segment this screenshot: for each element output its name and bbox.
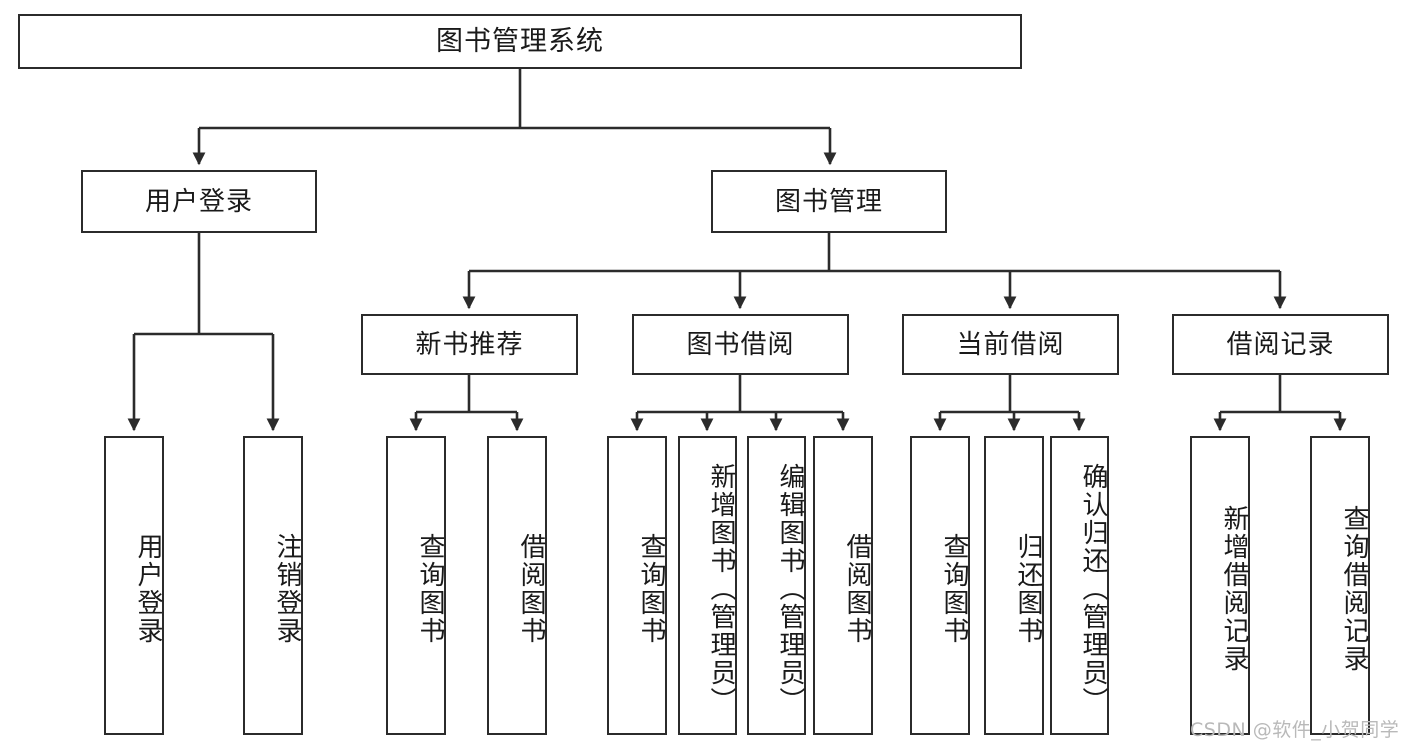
- leaf-return-book[interactable]: 归还图书: [984, 436, 1044, 735]
- leaf-query-book-current[interactable]: 查询图书: [910, 436, 970, 735]
- node-book-borrow[interactable]: 图书借阅: [632, 314, 849, 375]
- leaf-borrow-book[interactable]: 借阅图书: [813, 436, 873, 735]
- leaf-user-login[interactable]: 用户登录: [104, 436, 164, 735]
- leaf-query-borrow-record[interactable]: 查询借阅记录: [1310, 436, 1370, 735]
- node-user-login[interactable]: 用户登录: [81, 170, 317, 233]
- csdn-watermark: CSDN @软件_小贺同学: [1190, 719, 1400, 741]
- leaf-add-borrow-record[interactable]: 新增借阅记录: [1190, 436, 1250, 735]
- node-borrow-record[interactable]: 借阅记录: [1172, 314, 1389, 375]
- node-new-book-recommend[interactable]: 新书推荐: [361, 314, 578, 375]
- leaf-query-book-recommend[interactable]: 查询图书: [386, 436, 446, 735]
- leaf-borrow-book-recommend[interactable]: 借阅图书: [487, 436, 547, 735]
- leaf-add-book-admin[interactable]: 新增图书（管理员）: [678, 436, 737, 735]
- leaf-user-logout[interactable]: 注销登录: [243, 436, 303, 735]
- leaf-edit-book-admin[interactable]: 编辑图书（管理员）: [747, 436, 806, 735]
- leaf-confirm-return-admin[interactable]: 确认归还（管理员）: [1050, 436, 1109, 735]
- node-current-borrow[interactable]: 当前借阅: [902, 314, 1119, 375]
- node-root[interactable]: 图书管理系统: [18, 14, 1022, 69]
- leaf-query-book-borrow[interactable]: 查询图书: [607, 436, 667, 735]
- node-book-management[interactable]: 图书管理: [711, 170, 947, 233]
